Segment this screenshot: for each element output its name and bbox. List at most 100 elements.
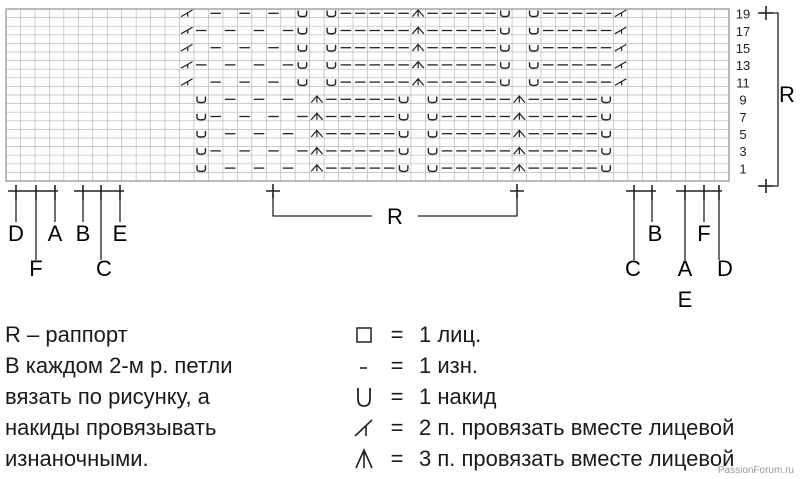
legend-note-line: В каждом 2-м р. петли	[5, 353, 233, 378]
k2tog-mark	[614, 43, 627, 52]
rapport-tick-left	[266, 184, 280, 198]
row-number: 13	[736, 58, 750, 73]
yarn-over-mark	[427, 148, 438, 155]
yarn-over-mark	[196, 113, 207, 121]
chart-symbols	[180, 9, 627, 173]
key-row-yarn-over: = 1 накид	[345, 381, 800, 412]
watermark: PassionForum.ru	[717, 465, 794, 476]
yarn-over-mark	[297, 79, 308, 87]
yarn-over-mark	[528, 62, 539, 69]
yarn-over-mark	[601, 148, 612, 155]
k2tog-mark	[180, 78, 193, 86]
yarn-over-mark	[297, 27, 308, 35]
k3tog-mark	[513, 112, 526, 121]
key-text: 1 изн.	[419, 353, 478, 378]
rapport-label-horizontal: R	[387, 204, 403, 229]
marker-left-a: A	[48, 221, 63, 246]
legend-note-line: изнаночными.	[5, 446, 149, 471]
dash-icon	[345, 350, 383, 381]
key-equals: =	[390, 353, 404, 378]
rapport-label-vertical: R	[779, 82, 795, 107]
k3tog-icon	[345, 443, 383, 474]
k3tog-mark	[513, 146, 526, 155]
marker-left-c: C	[96, 256, 112, 281]
yarn-over-mark	[398, 113, 409, 121]
k2tog-mark	[180, 43, 193, 52]
k3tog-mark	[513, 163, 526, 172]
key-row-k3tog: = 3 п. провязать вместе лицевой	[345, 443, 800, 474]
yarn-over-mark	[196, 96, 207, 104]
marker-left-f: F	[29, 256, 42, 281]
rapport-bracket-vertical	[758, 12, 779, 187]
marker-right-c: C	[625, 256, 641, 281]
k2tog-icon	[345, 412, 383, 443]
yarn-over-mark	[601, 130, 612, 138]
yarn-over-mark	[398, 96, 409, 104]
k3tog-mark	[411, 26, 425, 35]
rapport-tick-top	[759, 6, 773, 20]
yarn-over-mark	[326, 27, 337, 35]
yarn-over-mark	[326, 79, 337, 87]
marker-right-d: D	[717, 256, 733, 281]
row-number: 17	[736, 24, 750, 39]
yarn-over-mark	[326, 44, 337, 52]
k3tog-mark	[310, 129, 324, 138]
row-number: 3	[739, 144, 746, 159]
yarn-over-icon	[345, 381, 383, 412]
yarn-over-mark	[427, 165, 438, 173]
yarn-over-mark	[528, 27, 539, 35]
legend-note-line: накиды провязывать	[5, 415, 217, 440]
k2tog-mark	[180, 26, 193, 35]
rapport-tick-bottom	[759, 179, 773, 193]
yarn-over-mark	[528, 79, 539, 87]
yarn-over-mark	[601, 113, 612, 121]
yarn-over-mark	[427, 113, 438, 121]
marker-left-b: B	[76, 221, 91, 246]
marker-right-a: A	[678, 256, 693, 281]
marker-right-e: E	[678, 287, 693, 310]
k3tog-mark	[411, 60, 425, 69]
row-number: 19	[736, 7, 750, 22]
yarn-over-mark	[427, 130, 438, 138]
yarn-over-mark	[601, 165, 612, 173]
k3tog-mark	[310, 112, 324, 121]
key-text: 1 лиц.	[419, 322, 482, 347]
yarn-over-mark	[398, 130, 409, 138]
key-equals: =	[390, 322, 404, 347]
marker-right-b: B	[648, 221, 663, 246]
yarn-over-mark	[528, 44, 539, 52]
row-number: 5	[739, 127, 746, 142]
key-row-knit: = 1 лиц.	[345, 319, 800, 350]
marker-left-d: D	[8, 221, 24, 246]
k3tog-mark	[310, 163, 324, 172]
yarn-over-mark	[499, 27, 510, 35]
yarn-over-mark	[196, 165, 207, 173]
rapport-tick-right	[510, 184, 524, 198]
key-equals: =	[390, 384, 404, 409]
yarn-over-mark	[297, 62, 308, 69]
key-row-purl: = 1 изн.	[345, 350, 800, 381]
k3tog-mark	[513, 95, 526, 103]
symbol-key: = 1 лиц. = 1 изн. = 1 накид = 2 п. провя…	[345, 319, 800, 474]
k3tog-mark	[411, 9, 425, 17]
k2tog-mark	[614, 78, 627, 86]
yarn-over-mark	[499, 44, 510, 52]
key-text: 2 п. провязать вместе лицевой	[419, 415, 735, 440]
marker-right-f: F	[697, 221, 710, 246]
square-icon	[345, 319, 383, 350]
key-text: 3 п. провязать вместе лицевой	[419, 446, 735, 471]
row-number: 1	[739, 161, 746, 176]
yarn-over-mark	[196, 148, 207, 155]
yarn-over-mark	[499, 79, 510, 87]
yarn-over-mark	[601, 96, 612, 104]
yarn-over-mark	[398, 148, 409, 155]
key-text: 1 накид	[419, 384, 497, 409]
yarn-over-mark	[196, 130, 207, 138]
k2tog-mark	[614, 26, 627, 35]
yarn-over-mark	[297, 44, 308, 52]
k3tog-mark	[513, 129, 526, 138]
row-number: 7	[739, 110, 746, 125]
row-number: 9	[739, 93, 746, 108]
